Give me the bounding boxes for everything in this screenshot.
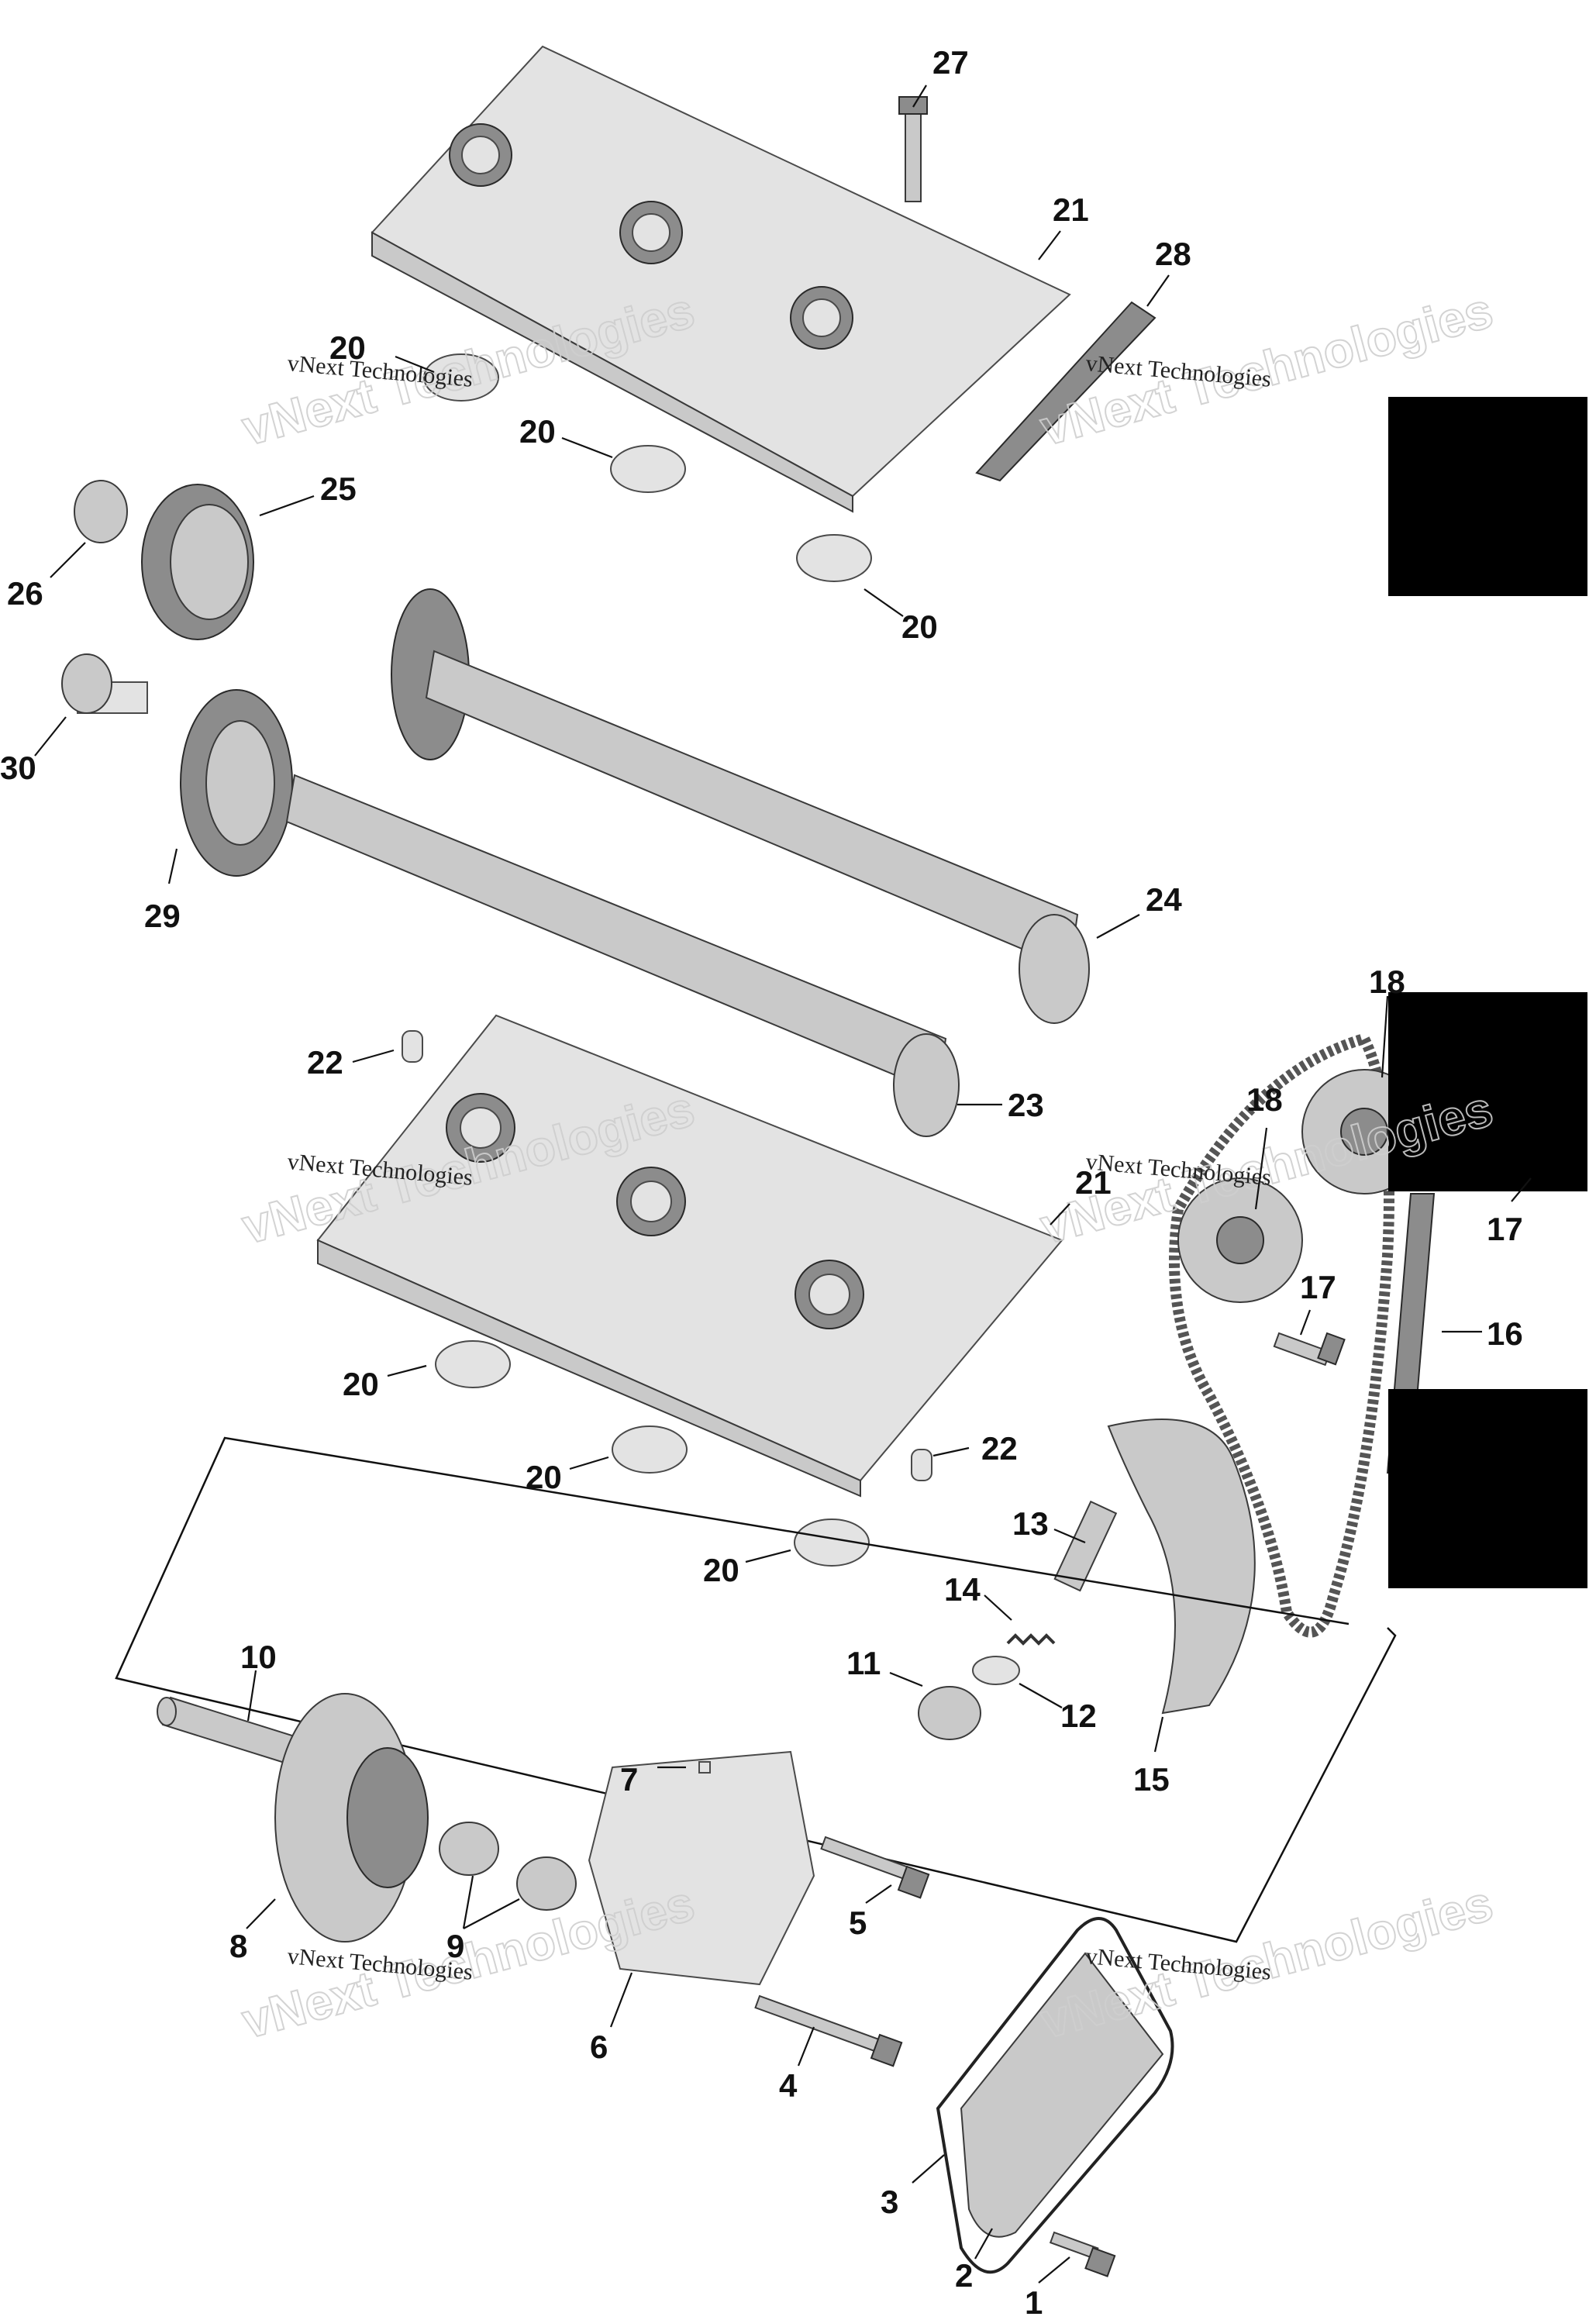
- redaction-block: [1388, 1389, 1587, 1588]
- callout-label: 10: [240, 1639, 277, 1675]
- callout-label: 20: [901, 608, 938, 645]
- gasket-3: [936, 1917, 1174, 2274]
- callout-label: 29: [144, 898, 181, 934]
- callout-label: 20: [703, 1552, 739, 1588]
- callout-label: 17: [1300, 1269, 1336, 1305]
- callout-label: 3: [881, 2184, 898, 2220]
- bolt-27: [898, 96, 928, 202]
- redaction-block: [1388, 992, 1587, 1191]
- callout-label: 12: [1060, 1698, 1097, 1734]
- callout-label: 28: [1155, 236, 1191, 272]
- callout-label: 17: [1487, 1211, 1523, 1247]
- callout-label: 15: [1133, 1761, 1170, 1798]
- callout-label: 6: [590, 2029, 608, 2065]
- needle-bearing-9: [516, 1856, 577, 1911]
- bolt-1: [1049, 2231, 1116, 2277]
- callout-label: 16: [1487, 1315, 1523, 1352]
- dowel-22: [911, 1449, 932, 1481]
- callout-label: 20: [519, 413, 556, 450]
- spring-14: [1006, 1633, 1056, 1646]
- cap-26: [74, 480, 128, 543]
- seal-ring-20: [423, 353, 499, 402]
- exhaust-camshaft-24: [391, 588, 1090, 1024]
- watermark: vNext Technologies vNext Technologies: [1034, 1874, 1499, 2050]
- lower-camshaft-carrier: [316, 1014, 1063, 1498]
- bolt-17: [1273, 1332, 1346, 1367]
- callout-label: 18: [1246, 1081, 1283, 1118]
- callout-label: 30: [0, 750, 36, 786]
- tensioner-plunger-13: [1053, 1500, 1118, 1592]
- washer-12: [972, 1656, 1020, 1685]
- callout-label: 5: [849, 1905, 867, 1941]
- seal-ring-20: [796, 534, 872, 582]
- callout-label: 22: [307, 1044, 343, 1081]
- seal-ring-20: [610, 445, 686, 493]
- nut-11: [918, 1686, 981, 1740]
- callout-label: 8: [229, 1928, 247, 1964]
- needle-bearing-9: [439, 1822, 499, 1876]
- callout-label: 20: [526, 1459, 562, 1495]
- callout-label: 4: [779, 2067, 798, 2104]
- callout-label: 9: [446, 1928, 464, 1964]
- upper-camshaft-carrier: [371, 45, 1071, 513]
- callout-label: 20: [343, 1366, 379, 1402]
- shaft-10: [157, 1696, 296, 1765]
- redaction-block: [1388, 397, 1587, 596]
- callout-labels: 27 21 28 20 20 20 25 26 30 29 24 22 23 1…: [0, 44, 1523, 2320]
- callout-label: 11: [846, 1645, 881, 1681]
- chain-guide-28: [975, 301, 1156, 482]
- callout-label: 24: [1146, 881, 1182, 918]
- seal-ring-20: [794, 1519, 870, 1567]
- callout-label: 7: [620, 1761, 638, 1798]
- callout-label: 14: [944, 1571, 981, 1608]
- callout-label: 25: [320, 471, 357, 507]
- timing-chain: [1169, 1032, 1394, 1638]
- callout-label: 22: [981, 1430, 1018, 1467]
- callout-label: 13: [1012, 1505, 1049, 1542]
- callout-label: 26: [7, 575, 43, 612]
- callout-label: 18: [1369, 964, 1405, 1000]
- callout-label: 2: [955, 2257, 973, 2294]
- dowel-22: [402, 1030, 423, 1063]
- seal-ring-20: [612, 1425, 688, 1474]
- tensioner-rail-15: [1107, 1419, 1256, 1715]
- callout-label: 20: [329, 329, 366, 366]
- intake-camshaft-23: [285, 774, 960, 1137]
- callout-label: 1: [1025, 2284, 1043, 2320]
- bolt-5: [820, 1836, 930, 1899]
- pin-30: [61, 653, 148, 714]
- seal-ring-20: [435, 1340, 511, 1388]
- callout-label: 27: [932, 44, 969, 81]
- callout-label: 23: [1008, 1087, 1044, 1123]
- cover-2: [960, 1952, 1164, 2238]
- leader-lines: [34, 84, 1532, 2284]
- gear-housing-6: [588, 1750, 815, 1986]
- callout-label: 21: [1075, 1164, 1112, 1201]
- dowel-7: [698, 1761, 711, 1774]
- bolt-4: [754, 1994, 903, 2067]
- callout-label: 21: [1053, 191, 1089, 228]
